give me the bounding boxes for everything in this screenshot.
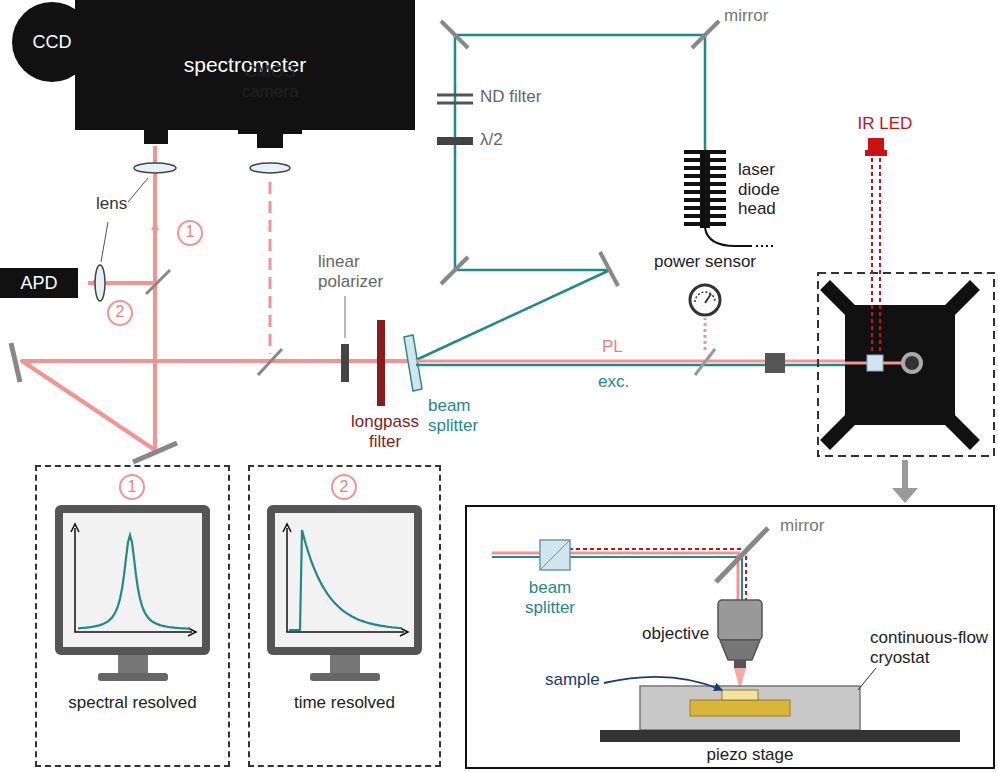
power-sensor-label: power sensor [645,252,765,272]
apd-box: APD [0,268,78,298]
laser-label: laser diode head [738,160,798,219]
nd-filter-label: ND filter [480,87,570,107]
beam-splitter-label: beam splitter [428,396,508,435]
time-panel: 2 time resolved [248,465,441,767]
spectral-panel: 1 spectral resolved [35,465,230,767]
panel-caption: time resolved [260,693,429,713]
node-text: CCD [33,32,72,53]
cryostat-label: continuous-flow cryostat [870,628,990,667]
callout-number: 2 [108,302,132,322]
ccd-circle: CCD [12,2,92,82]
pl-label: PL [602,337,642,357]
callout-number: 1 [178,222,202,242]
mirror-label: mirror [780,516,850,536]
callout-number: 2 [332,477,356,497]
stage-label: piezo stage [700,745,800,765]
callout-number: 1 [120,477,144,497]
camera-label: CMOS camera [222,62,318,101]
polarizer-label: linear polarizer [318,252,408,291]
filter-label: longpass filter [335,412,435,451]
exc-label: exc. [598,372,648,392]
node-text: APD [20,273,57,294]
panel-caption: spectral resolved [47,693,218,713]
led-label: IR LED [850,114,920,134]
lens-label: lens [96,194,140,214]
mirror-label: mirror [724,6,794,26]
objective-label: objective [642,624,717,644]
sample-label: sample [545,670,603,690]
beam-splitter-label: beam splitter [505,578,595,617]
waveplate-label: λ/2 [480,130,520,150]
